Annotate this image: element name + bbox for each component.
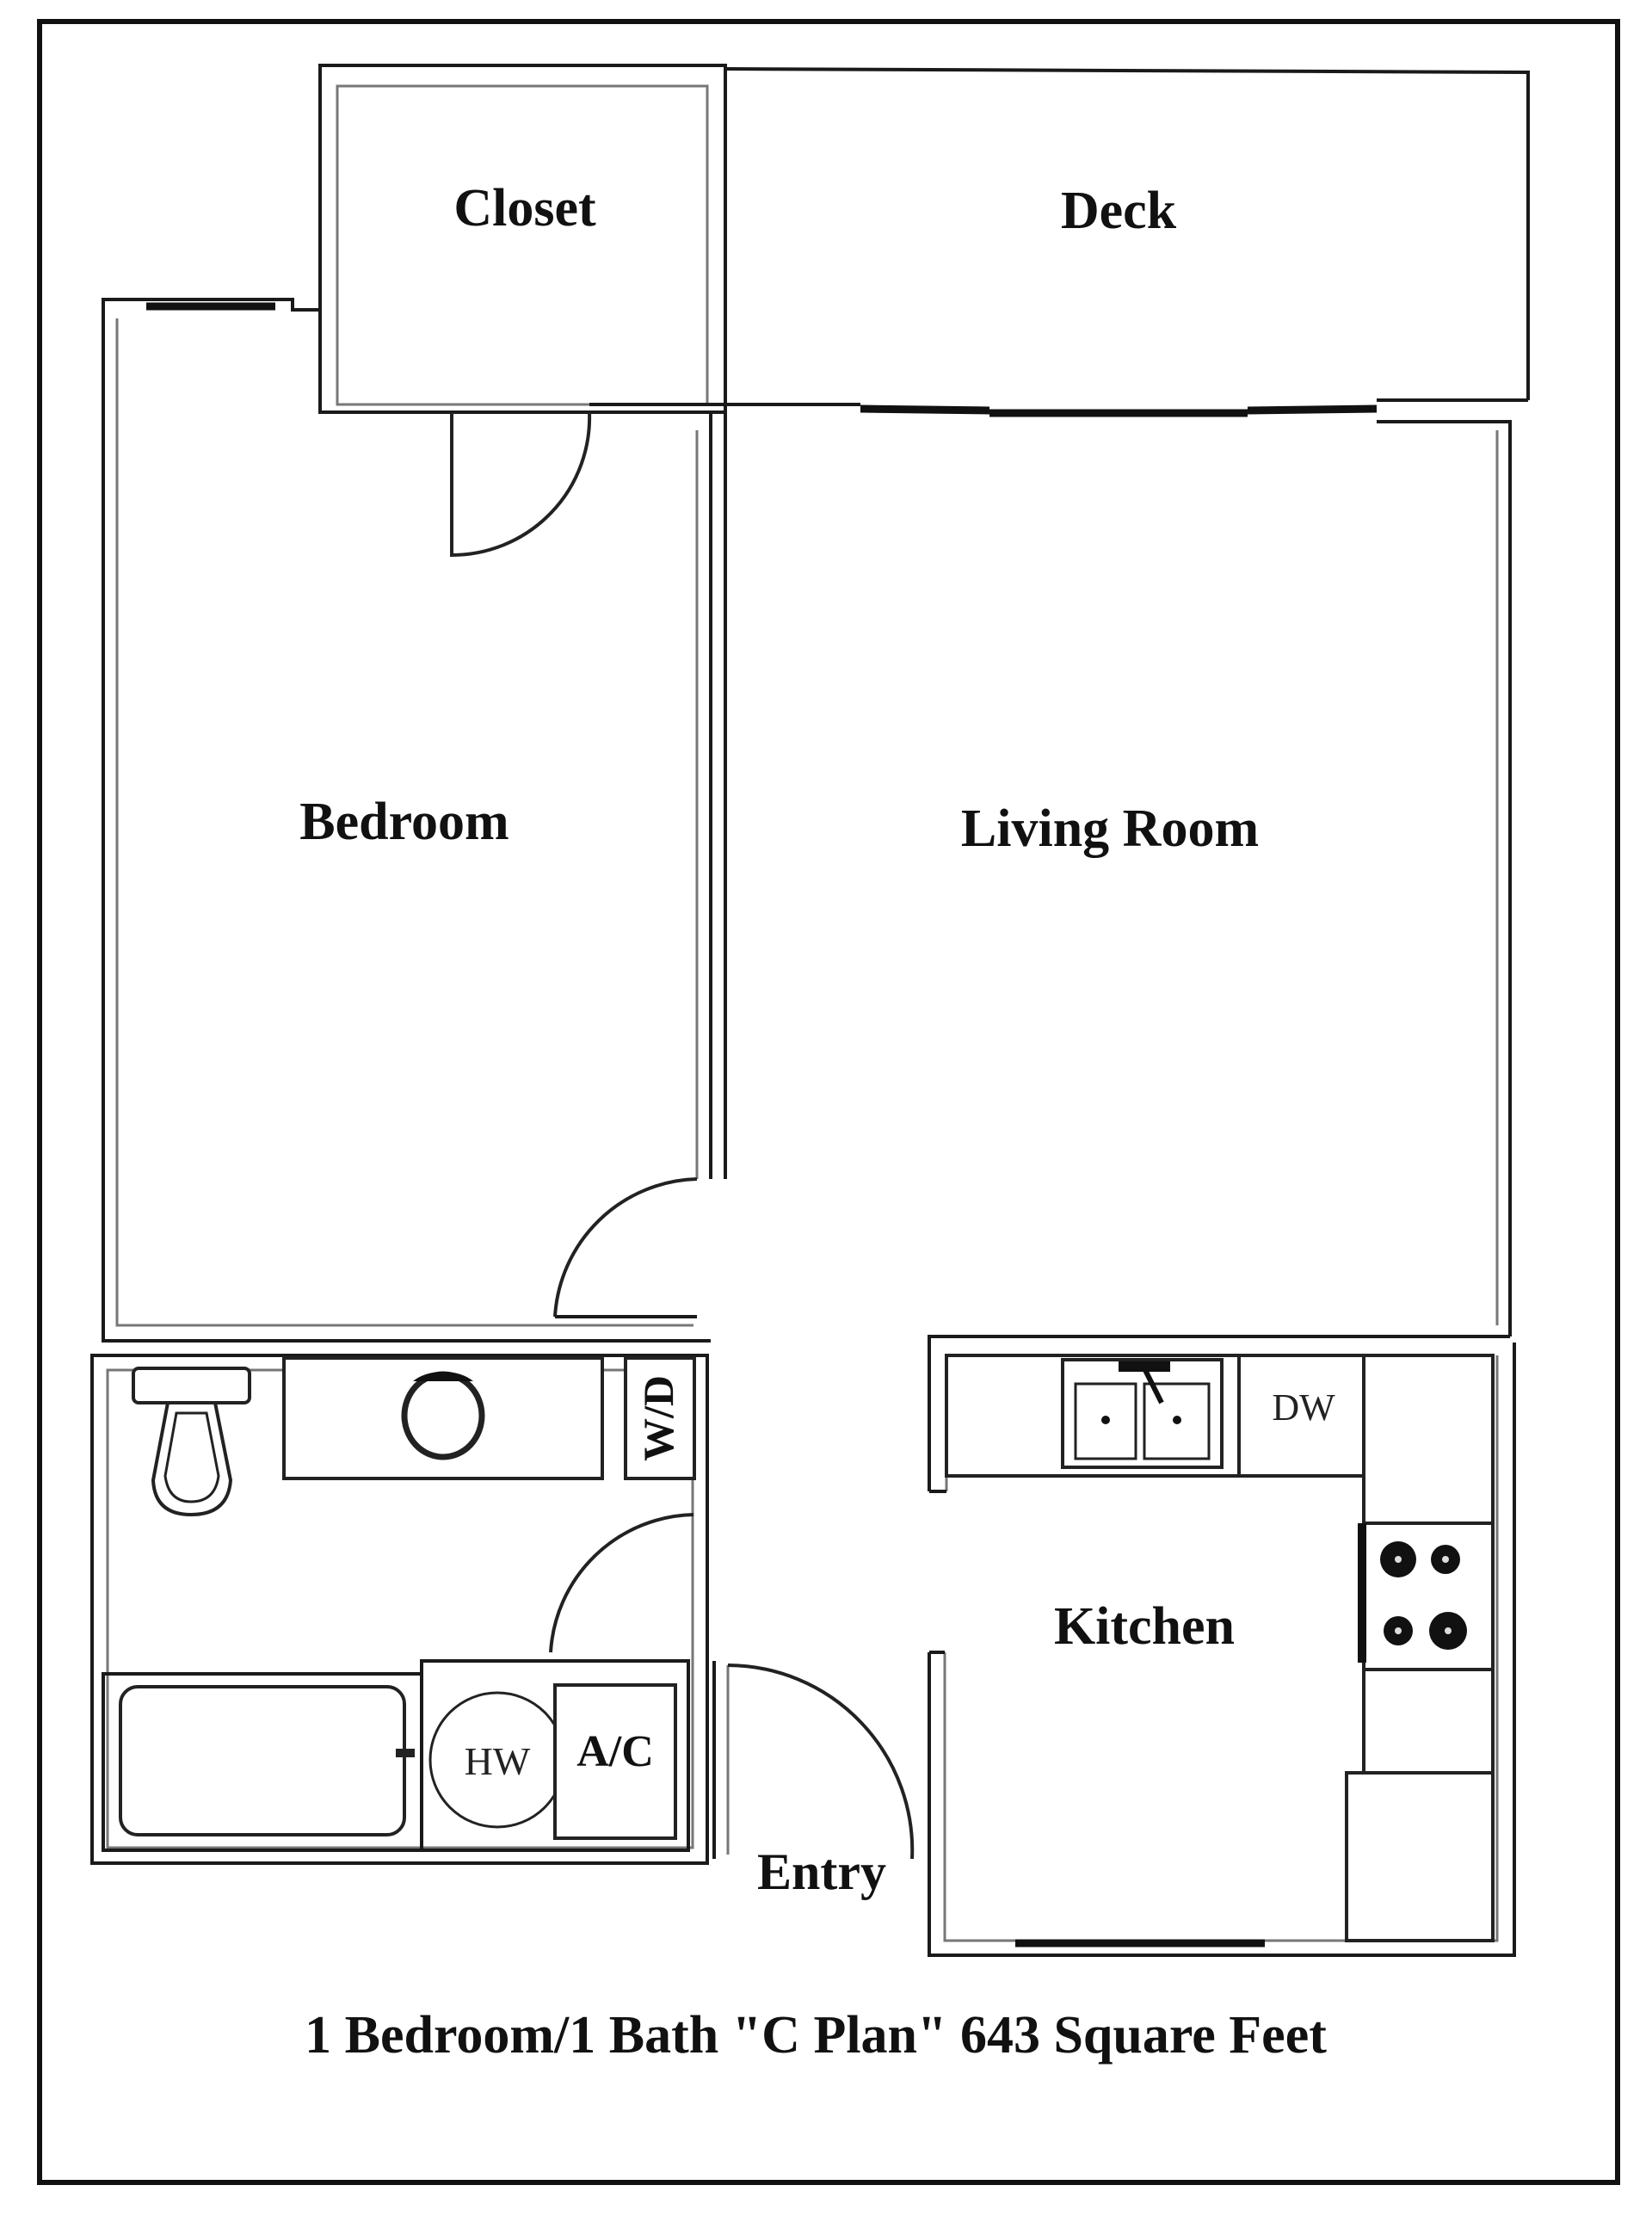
hot-water-heater: HW — [428, 1691, 566, 1829]
washer-dryer-label: W/D — [634, 1375, 682, 1461]
bathroom-room: W/D HW A/C — [90, 1354, 709, 1865]
bedroom-room — [102, 298, 712, 1343]
kitchen-label: Kitchen — [1054, 1597, 1235, 1656]
hot-water-label: HW — [465, 1739, 531, 1783]
bathroom-door-swing — [549, 1513, 694, 1653]
bedroom-door-swing — [553, 1177, 698, 1318]
closet-room — [318, 64, 727, 558]
kitchen-room: DW Kitchen — [928, 1335, 1516, 1957]
air-conditioner-unit: A/C — [553, 1683, 677, 1840]
dishwasher — [1237, 1354, 1365, 1478]
sliding-door — [860, 404, 990, 415]
page-frame — [37, 19, 1620, 2185]
washer-dryer: W/D — [624, 1356, 696, 1480]
closet-door-swing — [450, 411, 592, 558]
bathtub-icon — [102, 1672, 423, 1852]
living-room — [724, 412, 1512, 1336]
toilet-icon — [132, 1367, 251, 1517]
refrigerator — [1345, 1771, 1495, 1942]
bedroom-label: Bedroom — [299, 793, 509, 851]
entry-area: Entry — [712, 1661, 915, 1900]
plan-title: 1 Bedroom/1 Bath "C Plan" 643 Square Fee… — [305, 2006, 1327, 2065]
air-conditioner-label: A/C — [576, 1727, 654, 1776]
closet-label: Closet — [453, 179, 596, 238]
stove-icon — [1358, 1522, 1495, 1671]
entry-door-swing — [727, 1664, 915, 1860]
kitchen-sink-icon — [1061, 1358, 1224, 1469]
entry-label: Entry — [757, 1843, 886, 1900]
dishwasher-label: DW — [1272, 1386, 1335, 1429]
kitchen-counter-lower — [1362, 1668, 1495, 1775]
deck-area — [589, 67, 1530, 417]
living-room-label: Living Room — [961, 799, 1259, 858]
bathroom-sink-icon — [401, 1371, 485, 1460]
kitchen-counter-right — [1362, 1354, 1495, 1525]
deck-label: Deck — [1061, 182, 1177, 240]
